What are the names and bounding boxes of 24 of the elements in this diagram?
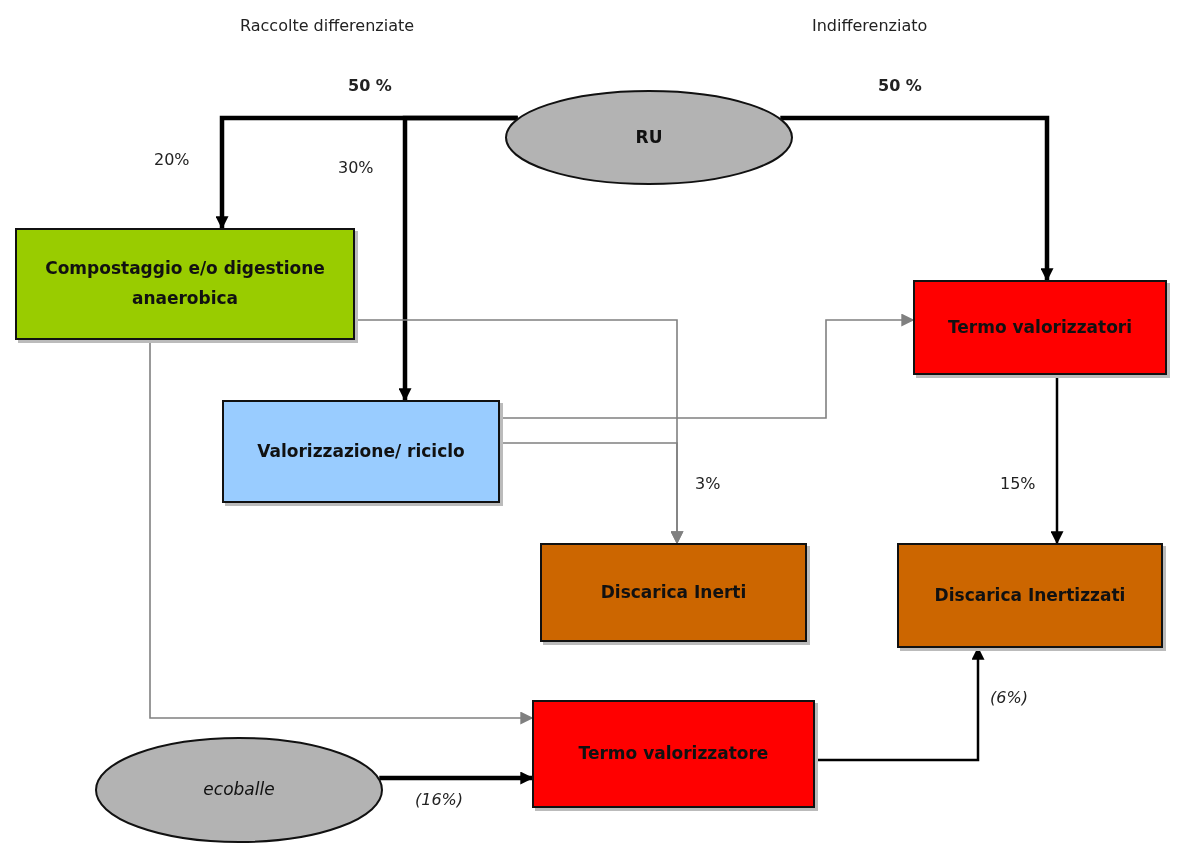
arrow	[398, 115, 518, 402]
flow-label: Raccolte differenziate	[240, 16, 415, 35]
node-label: Termo valorizzatori	[947, 315, 1133, 339]
arrow	[1050, 375, 1064, 545]
process-ellipse	[505, 90, 793, 185]
node-label: RU	[635, 125, 663, 149]
arrow	[780, 115, 1054, 282]
process-box	[15, 228, 355, 340]
process-box	[897, 543, 1163, 648]
node-label: Discarica Inertizzati	[934, 583, 1126, 607]
node-label: Compostaggio e/o digestione anaerobica	[44, 257, 326, 310]
process-box	[540, 543, 807, 642]
node-label: Valorizzazione/ riciclo	[257, 439, 465, 463]
process-ellipse	[95, 737, 383, 843]
flow-label: 50 %	[348, 76, 392, 95]
process-box	[532, 700, 815, 808]
process-box	[222, 400, 500, 503]
edge-label: (6%)	[988, 688, 1030, 707]
node-label: ecoballe	[203, 778, 275, 802]
flow-label: Indifferenziato	[812, 16, 928, 35]
node-label: Termo valorizzatore	[578, 742, 769, 766]
arrow	[379, 771, 534, 785]
node-label: Discarica Inerti	[600, 580, 747, 604]
process-box	[913, 280, 1167, 375]
